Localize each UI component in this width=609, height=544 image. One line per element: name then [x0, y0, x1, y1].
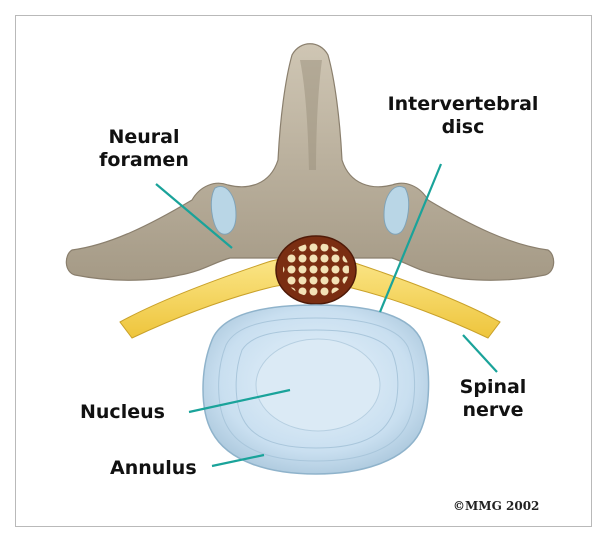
label-spinal-nerve: Spinal nerve — [448, 376, 538, 422]
leader-spinal-nerve — [463, 335, 497, 372]
copyright-notice: ©MMG 2002 — [453, 499, 539, 513]
nucleus-region — [256, 339, 380, 431]
intervertebral-disc — [203, 305, 429, 474]
label-neural-foramen: Neural foramen — [94, 126, 194, 172]
label-nucleus: Nucleus — [80, 401, 165, 424]
label-annulus: Annulus — [110, 457, 197, 480]
label-intervertebral-disc: Intervertebral disc — [373, 93, 553, 139]
spinal-cord — [276, 236, 356, 304]
